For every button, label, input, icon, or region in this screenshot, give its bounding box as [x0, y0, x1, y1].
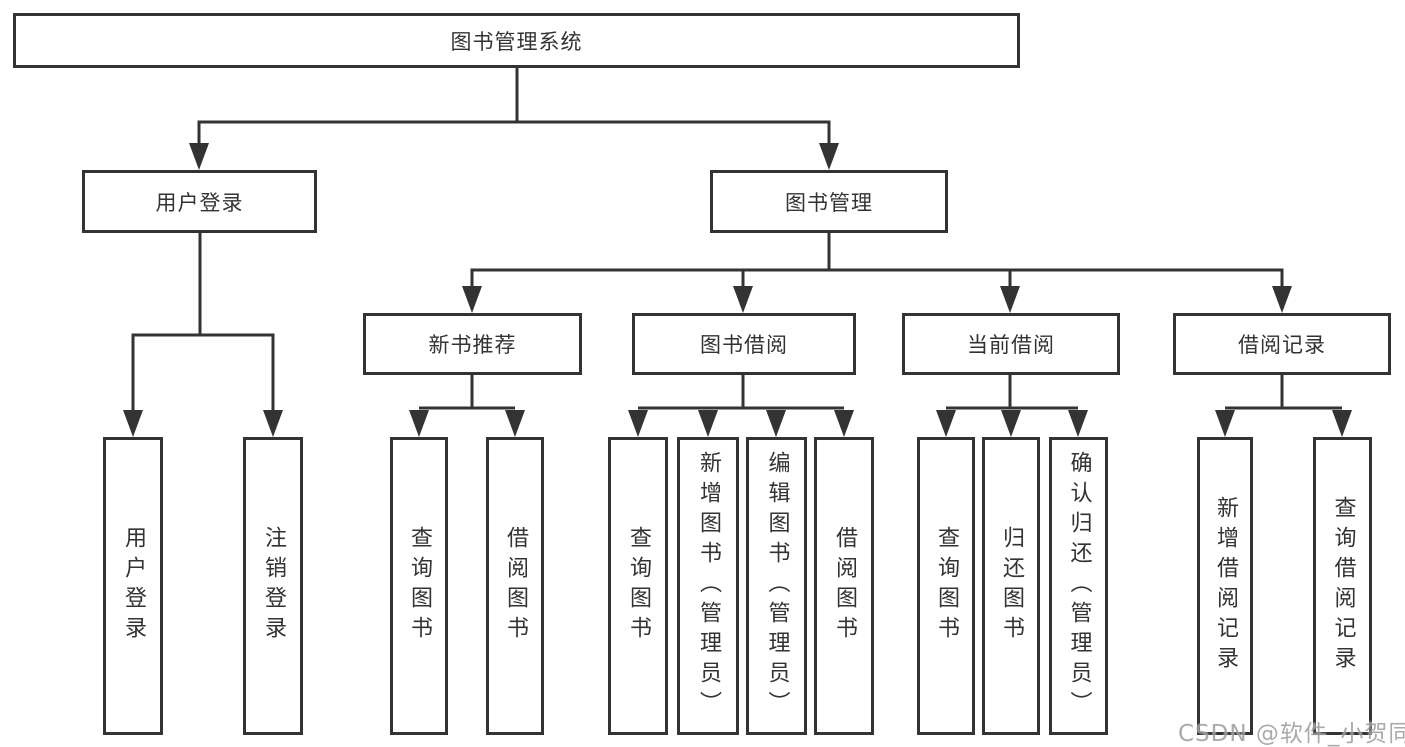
- arrowheads: [123, 143, 1352, 437]
- leaf-label: 用户登录: [121, 526, 146, 646]
- node-library-management-system: 图书管理系统: [13, 13, 1020, 68]
- node-label: 图书借阅: [700, 333, 788, 357]
- leaf-label: 查询图书: [626, 526, 651, 646]
- leaf-label: 确认归还（管理员）: [1066, 451, 1092, 721]
- node-book-borrowing: 图书借阅: [632, 313, 856, 375]
- leaf-borrow-edit-book-admin: 编辑图书（管理员）: [746, 437, 807, 735]
- leaf-borrow-query-book: 查询图书: [608, 437, 668, 735]
- leaf-borrow-add-book-admin: 新增图书（管理员）: [677, 437, 739, 735]
- leaf-borrow-borrow-book: 借阅图书: [814, 437, 874, 735]
- node-label: 图书管理: [785, 190, 873, 215]
- node-label: 图书管理系统: [450, 29, 583, 54]
- node-label: 当前借阅: [967, 333, 1055, 357]
- node-borrowing-records: 借阅记录: [1173, 313, 1391, 375]
- leaf-current-query-book: 查询图书: [917, 437, 975, 735]
- leaf-label: 借阅图书: [503, 526, 528, 646]
- leaf-label: 注销登录: [261, 526, 286, 646]
- leaf-user-login: 用户登录: [103, 437, 163, 735]
- leaf-records-add-record: 新增借阅记录: [1197, 437, 1253, 735]
- leaf-label: 新增图书（管理员）: [696, 451, 721, 721]
- node-label: 新书推荐: [428, 333, 517, 357]
- leaf-recommend-borrow-book: 借阅图书: [486, 437, 544, 735]
- node-label: 用户登录: [155, 190, 244, 215]
- leaf-current-confirm-return-admin: 确认归还（管理员）: [1049, 437, 1108, 735]
- leaf-label: 编辑图书（管理员）: [764, 451, 790, 721]
- node-new-book-recommendation: 新书推荐: [363, 313, 582, 375]
- leaf-logout: 注销登录: [243, 437, 303, 735]
- leaf-records-query-record: 查询借阅记录: [1313, 437, 1372, 735]
- leaf-current-return-book: 归还图书: [982, 437, 1040, 735]
- node-label: 借阅记录: [1238, 333, 1326, 357]
- leaf-label: 查询借阅记录: [1330, 496, 1356, 676]
- leaf-label: 借阅图书: [832, 526, 857, 646]
- node-current-borrowing: 当前借阅: [902, 313, 1120, 375]
- leaf-label: 查询图书: [407, 526, 432, 646]
- leaf-label: 查询图书: [934, 526, 959, 646]
- csdn-watermark: CSDN @软件_小贺同学: [1178, 721, 1405, 747]
- node-book-management: 图书管理: [710, 170, 948, 233]
- leaf-label: 归还图书: [999, 526, 1024, 646]
- leaf-label: 新增借阅记录: [1213, 496, 1238, 676]
- leaf-recommend-query-book: 查询图书: [390, 437, 448, 735]
- node-user-login: 用户登录: [82, 170, 317, 233]
